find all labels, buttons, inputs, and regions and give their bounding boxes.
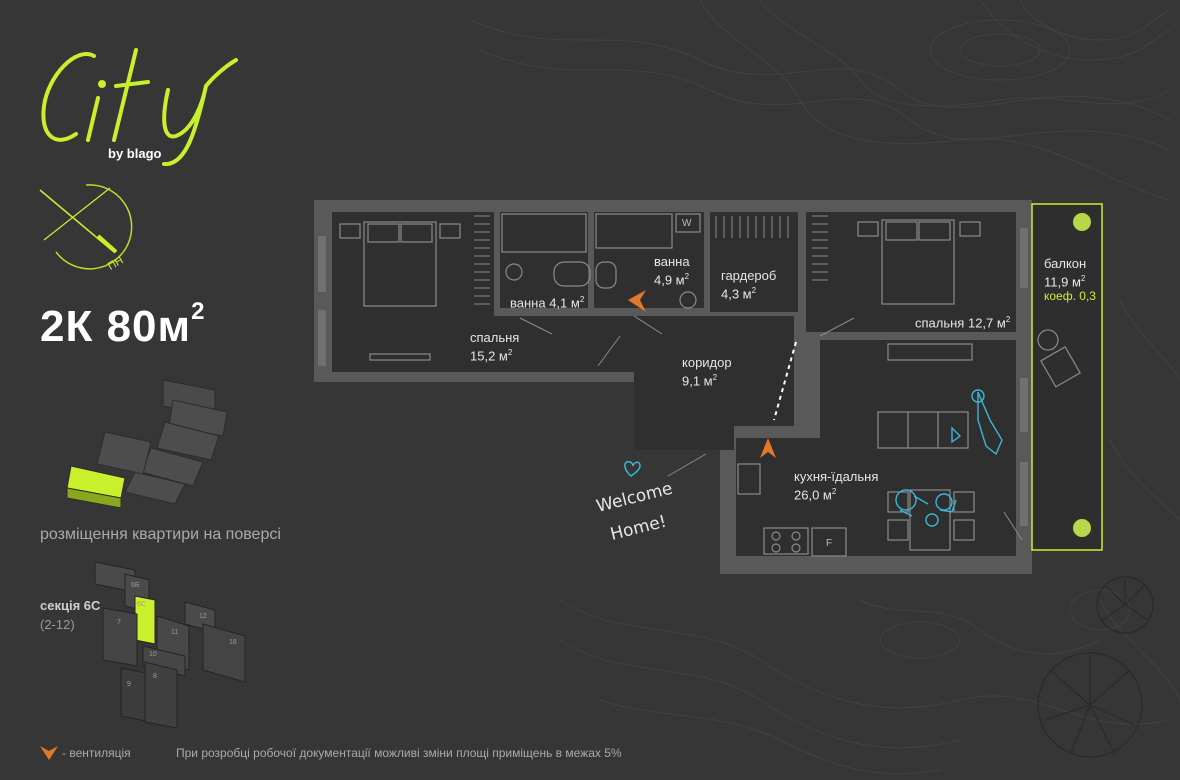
room-kitchen: кухня-їдальня 26,0 м2 — [794, 469, 879, 503]
plant-icon — [1073, 519, 1091, 537]
ventilation-icon — [628, 290, 646, 312]
bed-icon — [363, 221, 437, 307]
toilet-icon — [553, 261, 591, 287]
logo-subtitle: by blago — [108, 146, 162, 161]
room-bedroom2: спальня 12,7 м2 — [915, 315, 1011, 331]
balcony-coefficient: коеф. 0,3 — [1044, 289, 1096, 304]
plant-icon — [1073, 213, 1091, 231]
dining-table-icon — [909, 489, 951, 551]
fridge-icon — [811, 527, 847, 557]
ventilation-icon — [760, 438, 776, 458]
building-label: 7 — [117, 619, 121, 626]
tree-icon — [1037, 576, 1154, 758]
building-label: 8 — [153, 673, 157, 680]
building-label: 10 — [149, 651, 157, 658]
apartment-title: 2К 80м2 — [40, 298, 206, 351]
room-bath1: ванна 4,1 м2 — [510, 295, 585, 311]
floor-position-map — [66, 379, 228, 509]
stove-icon — [763, 527, 809, 555]
section-label: секція 6С — [40, 598, 101, 613]
room-balcony: балкон 11,9 м2 коеф. 0,3 — [1044, 256, 1096, 304]
balcony-outline — [1031, 203, 1103, 551]
bathtub-icon — [501, 213, 587, 253]
room-bedroom1: спальня 15,2 м2 — [470, 330, 520, 364]
ventilation-icon — [40, 746, 58, 760]
welcome-text: Welcome Home! — [594, 479, 674, 545]
room-bath2: ванна 4,9 м2 — [654, 254, 690, 288]
shower-icon — [595, 213, 673, 249]
heart-icon — [624, 460, 641, 477]
city-logo — [41, 48, 238, 166]
sofa-icon — [877, 411, 969, 449]
room-corridor: коридор 9,1 м2 — [682, 355, 732, 389]
washer-label: W — [682, 218, 692, 229]
washer-icon — [675, 213, 701, 233]
toilet-icon — [595, 261, 617, 289]
ventilation-legend: - вентиляція — [62, 746, 131, 760]
sink-icon — [505, 263, 523, 281]
fridge-label: F — [826, 538, 832, 549]
person-icon — [895, 489, 917, 511]
building-label: 11 — [171, 629, 178, 636]
section-map: 6Б 6С 7 11 12 10 18 9 8 — [94, 561, 246, 729]
section-floors: (2-12) — [40, 617, 75, 632]
building-label: 12 — [199, 613, 207, 620]
building-label: 18 — [229, 639, 237, 646]
sink-icon — [737, 463, 761, 495]
room-wardrobe: гардероб 4,3 м2 — [721, 268, 777, 302]
person-icon — [977, 391, 1003, 456]
compass-icon: ПН — [39, 184, 133, 270]
bed-icon — [881, 219, 955, 305]
building-label: 6С — [137, 601, 146, 608]
entrance-path — [773, 341, 797, 421]
building-label: 9 — [127, 681, 131, 688]
sink-icon — [679, 291, 697, 309]
svg-text:Home!: Home! — [608, 512, 668, 545]
building-label: 6Б — [131, 582, 140, 589]
chair-icon — [1040, 346, 1081, 388]
floor-caption: розміщення квартири на поверсі — [40, 526, 281, 543]
disclaimer-note: При розробці робочої документації можлив… — [176, 746, 622, 760]
